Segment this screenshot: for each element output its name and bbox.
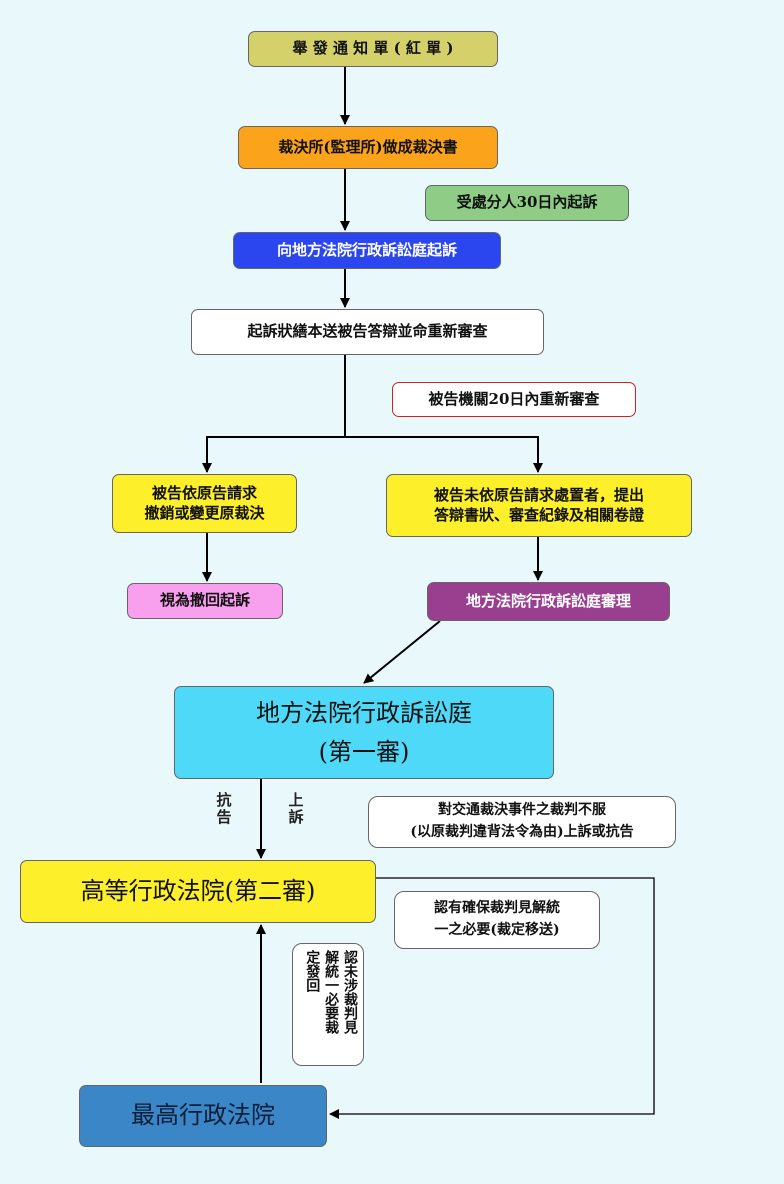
branch-line bbox=[202, 355, 346, 473]
transfer-line-2: 一之必要(裁定移送) bbox=[434, 922, 560, 938]
withdraw-label: 視為撤回起訴 bbox=[159, 591, 250, 610]
first-instance-line-2: (第一審) bbox=[318, 737, 410, 766]
dissatisfied-note: 對交通裁決事件之裁判不服 (以原裁判違背法令為由)上訴或抗告 bbox=[368, 796, 676, 848]
remand-col-2: 解統一必要裁 bbox=[323, 950, 340, 1034]
appeal-label: 上訴 bbox=[286, 792, 305, 826]
dissatisfied-line-1: 對交通裁決事件之裁判不服 bbox=[438, 802, 606, 819]
ticket-box: 舉 發 通 知 單 ( 紅 單 ) bbox=[248, 31, 498, 67]
remand-col-3: 定發回 bbox=[304, 950, 321, 992]
notcomply-line-1: 被告未依原告請求處置者，提出 bbox=[433, 486, 644, 504]
ruling-box: 裁決所(監理所)做成裁決書 bbox=[238, 126, 498, 169]
review-label: 被告機關20日內重新審查 bbox=[428, 389, 600, 408]
branch-line-right bbox=[345, 436, 543, 473]
deadline-box: 受處分人30日內起訴 bbox=[425, 185, 629, 221]
revoke-line-2: 撤銷或變更原裁決 bbox=[144, 503, 265, 522]
supreme-court-label: 最高行政法院 bbox=[131, 1101, 275, 1130]
first-instance-line-1: 地方法院行政訴訟庭 bbox=[256, 699, 472, 728]
revoke-box: 被告依原告請求 撤銷或變更原裁決 bbox=[112, 474, 297, 533]
deadline-label: 受處分人30日內起訴 bbox=[456, 193, 598, 212]
supreme-court-box: 最高行政法院 bbox=[79, 1085, 327, 1147]
second-instance-label: 高等行政法院(第二審) bbox=[80, 876, 316, 905]
serve-box: 起訴狀繕本送被告答辯並命重新審查 bbox=[191, 309, 544, 355]
dissatisfied-line-2: (以原裁判違背法令為由)上訴或抗告 bbox=[410, 824, 634, 840]
ticket-label: 舉 發 通 知 單 ( 紅 單 ) bbox=[292, 39, 454, 58]
notcomply-line-2: 答辯書狀、審查紀錄及相關卷證 bbox=[433, 505, 644, 524]
ruling-label: 裁決所(監理所)做成裁決書 bbox=[278, 137, 458, 156]
arrow-trial-first bbox=[363, 620, 441, 684]
protest-label: 抗告 bbox=[214, 792, 233, 826]
remand-note: 認未涉裁判見 解統一必要裁 定發回 bbox=[292, 943, 364, 1066]
sue-label: 向地方法院行政訴訟庭起訴 bbox=[276, 240, 457, 259]
first-instance-box: 地方法院行政訴訟庭 (第一審) bbox=[174, 686, 554, 779]
notcomply-box: 被告未依原告請求處置者，提出 答辯書狀、審查紀錄及相關卷證 bbox=[386, 474, 692, 537]
arrow-second-supreme bbox=[329, 877, 655, 1119]
serve-label: 起訴狀繕本送被告答辯並命重新審查 bbox=[247, 322, 488, 341]
revoke-line-1: 被告依原告請求 bbox=[151, 484, 257, 502]
transfer-note: 認有確保裁判見解統 一之必要(裁定移送) bbox=[394, 891, 600, 949]
review-box: 被告機關20日內重新審查 bbox=[392, 382, 636, 417]
trial-label: 地方法院行政訴訟庭審理 bbox=[465, 591, 631, 610]
remand-col-1: 認未涉裁判見 bbox=[342, 950, 358, 1034]
trial-box: 地方法院行政訴訟庭審理 bbox=[427, 582, 670, 621]
withdraw-box: 視為撤回起訴 bbox=[127, 583, 283, 619]
second-instance-box: 高等行政法院(第二審) bbox=[20, 860, 376, 923]
transfer-line-1: 認有確保裁判見解統 bbox=[434, 900, 560, 917]
sue-box: 向地方法院行政訴訟庭起訴 bbox=[233, 232, 501, 269]
